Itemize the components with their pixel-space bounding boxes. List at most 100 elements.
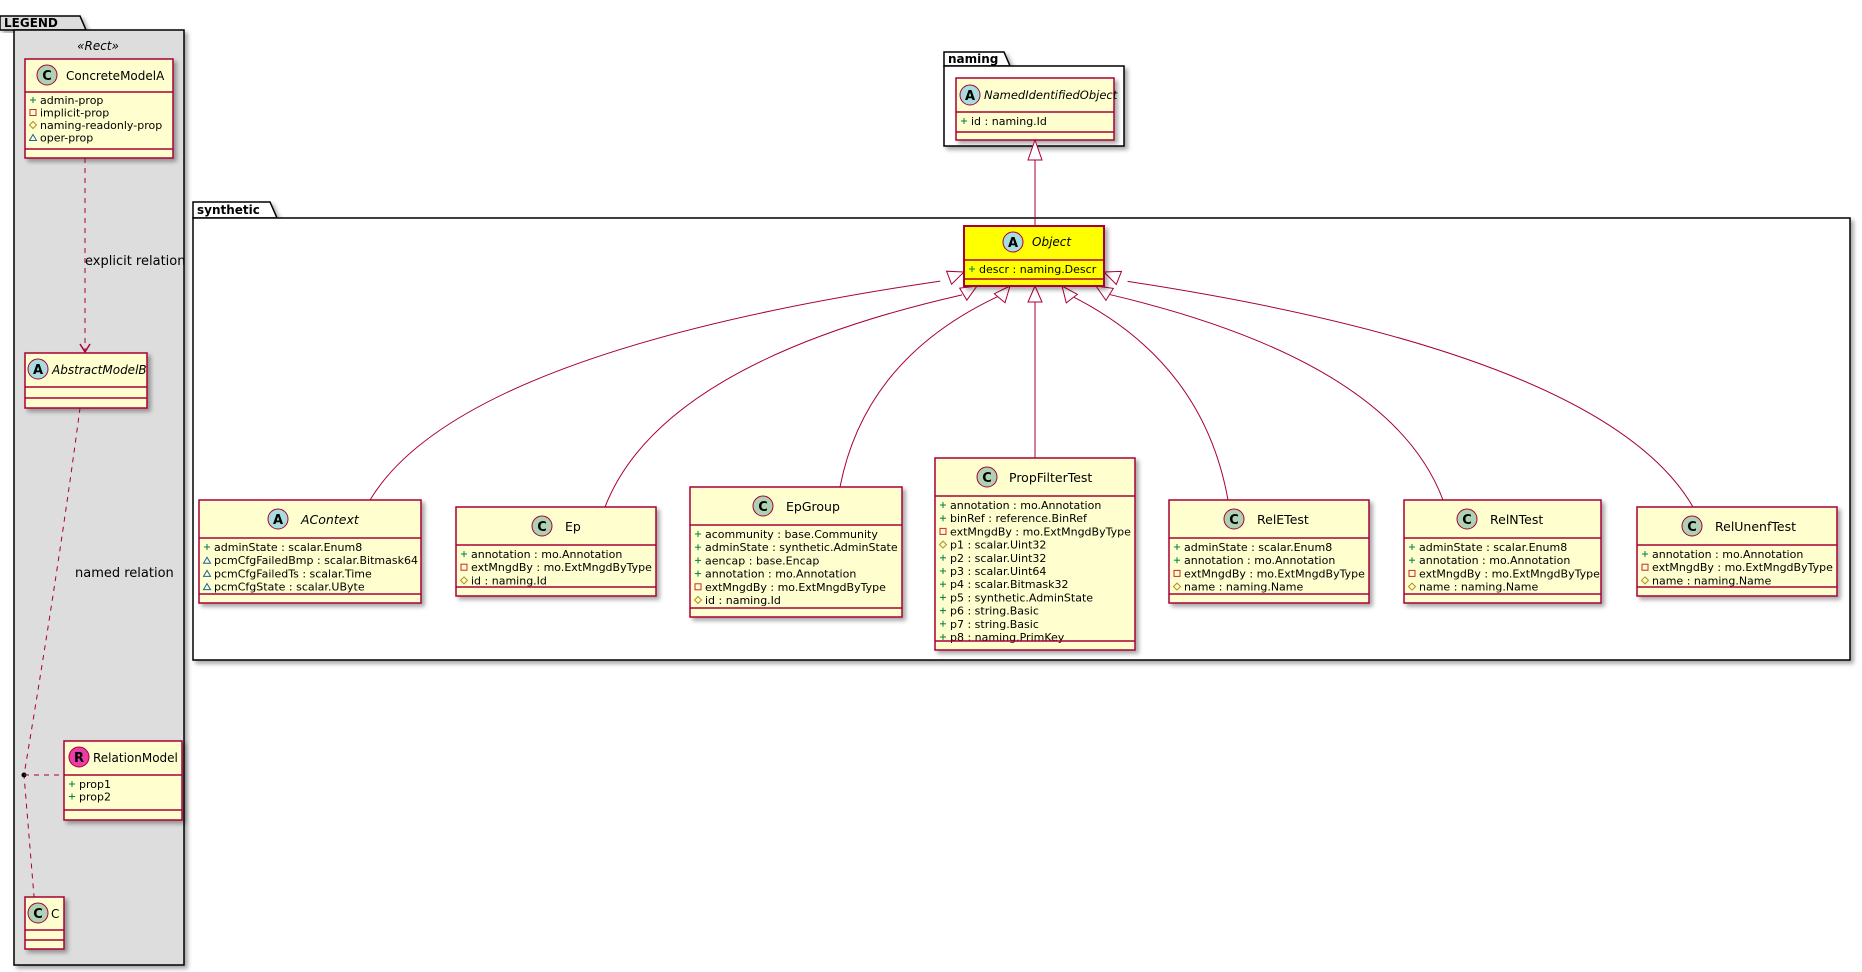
- prop-text: naming-readonly-prop: [40, 119, 162, 132]
- prop-text: annotation : mo.Annotation: [471, 548, 622, 561]
- class-name: AbstractModelB: [51, 363, 147, 377]
- prop-text: annotation : mo.Annotation: [1184, 554, 1335, 567]
- prop-text: oper-prop: [40, 132, 93, 145]
- class-epgroup[interactable]: C EpGroup acommunity : base.Communityadmin…: [689, 486, 903, 618]
- class-glyph: A: [1008, 236, 1018, 251]
- prop-text: p4 : scalar.Bitmask32: [950, 578, 1068, 591]
- naming-title: naming: [948, 52, 998, 66]
- class-c-icon: [531, 515, 553, 537]
- class-name: Ep: [565, 519, 581, 534]
- visibility-icon: [69, 793, 75, 800]
- visibility-icon: [694, 583, 702, 591]
- prop-text: prop2: [79, 791, 111, 804]
- inheritance-triangle-icon: [1061, 285, 1079, 304]
- class-name: Object: [1032, 235, 1072, 249]
- class-named-identified-object[interactable]: A NamedIdentifiedObject id : naming.Id: [955, 77, 1118, 141]
- visibility-icon: [69, 781, 75, 787]
- naming-package: naming A NamedIdentifiedObject id : nami…: [943, 51, 1125, 147]
- visibility-icon: [1408, 569, 1416, 577]
- prop-text: extMngdBy : mo.ExtMngdByType: [950, 525, 1131, 538]
- class-name: AContext: [300, 512, 360, 527]
- prop-text: p1 : scalar.Uint32: [950, 539, 1046, 552]
- visibility-icon: [460, 563, 468, 571]
- visibility-icon: [695, 557, 701, 564]
- class-name: RelNTest: [1490, 512, 1543, 527]
- visibility-icon: [1407, 582, 1417, 591]
- class-object[interactable]: A Object descr : naming.Descr: [963, 225, 1105, 287]
- class-glyph: C: [33, 907, 43, 922]
- class-c-icon: [1223, 508, 1245, 530]
- visibility-icon: [940, 568, 946, 574]
- named-relation-label: named relation: [75, 566, 174, 581]
- visibility-icon: [695, 544, 701, 551]
- inheritance-triangle-icon: [993, 285, 1011, 304]
- visibility-icon: [939, 527, 947, 535]
- prop-text: extMngdBy : mo.ExtMngdByType: [705, 581, 886, 594]
- synthetic-title: synthetic: [197, 203, 260, 217]
- inheritance-edge: [369, 280, 941, 501]
- class-glyph: R: [74, 751, 84, 766]
- inheritance-edges: [369, 270, 1694, 508]
- visibility-icon: [1174, 557, 1180, 564]
- relation-r-icon: [68, 746, 90, 768]
- abstract-a-icon: [27, 358, 49, 380]
- prop-text: aencap : base.Encap: [705, 554, 819, 567]
- inheritance-edge: [1068, 294, 1229, 501]
- visibility-icon: [1173, 569, 1181, 577]
- prop-text: annotation : mo.Annotation: [1652, 548, 1803, 561]
- synthetic-package: synthetic A Object descr : naming.Descr …: [192, 138, 1851, 661]
- props-list: adminState : scalar.Enum8pcmCfgFailedBmp…: [202, 541, 418, 594]
- prop-text: adminState : scalar.Enum8: [1184, 541, 1332, 554]
- prop-text: adminState : synthetic.AdminState: [705, 541, 898, 554]
- prop-text: extMngdBy : mo.ExtMngdByType: [1184, 567, 1365, 580]
- class-glyph: C: [1687, 520, 1697, 535]
- inheritance-edge: [839, 293, 1004, 488]
- visibility-icon: [202, 582, 212, 591]
- explicit-relation-label: explicit relation: [85, 254, 185, 269]
- visibility-icon: [202, 569, 212, 577]
- prop-text: p2 : scalar.Uint32: [950, 552, 1046, 565]
- prop-text: adminState : scalar.Enum8: [214, 541, 362, 554]
- class-name: RelationModel: [93, 751, 178, 765]
- prop-text: extMngdBy : mo.ExtMngdByType: [471, 561, 652, 574]
- visibility-icon: [940, 554, 946, 561]
- visibility-icon: [1409, 544, 1415, 550]
- class-glyph: C: [758, 500, 768, 515]
- visibility-icon: [459, 576, 469, 585]
- prop-text: pcmCfgFailedTs : scalar.Time: [214, 567, 372, 580]
- class-c-icon: [1681, 515, 1703, 537]
- visibility-icon: [1640, 576, 1650, 585]
- visibility-icon: [940, 581, 946, 588]
- class-abstract-model-b[interactable]: A AbstractModelB: [24, 352, 148, 409]
- props-list: descr : naming.Descr: [969, 263, 1097, 276]
- class-glyph: C: [1462, 513, 1472, 528]
- class-name: EpGroup: [786, 499, 840, 514]
- prop-text: annotation : mo.Annotation: [950, 499, 1101, 512]
- class-c[interactable]: C C: [24, 896, 65, 950]
- class-glyph: C: [42, 69, 52, 84]
- prop-text: pcmCfgFailedBmp : scalar.Bitmask64: [214, 554, 418, 567]
- prop-text: p7 : string.Basic: [950, 618, 1039, 631]
- inheritance-triangle-icon: [1027, 284, 1043, 303]
- class-glyph: A: [965, 89, 975, 104]
- visibility-icon: [940, 634, 946, 640]
- prop-text: acommunity : base.Community: [705, 528, 878, 541]
- class-concrete-model-a[interactable]: C ConcreteModelA admin-propimplicit-prop…: [24, 58, 174, 159]
- visibility-icon: [940, 515, 946, 522]
- inheritance-triangle-icon: [1102, 270, 1123, 286]
- class-c-icon: [752, 495, 774, 517]
- visibility-icon: [461, 551, 467, 557]
- prop-text: binRef : reference.BinRef: [950, 512, 1088, 525]
- prop-text: p8 : naming.PrimKey: [950, 631, 1065, 644]
